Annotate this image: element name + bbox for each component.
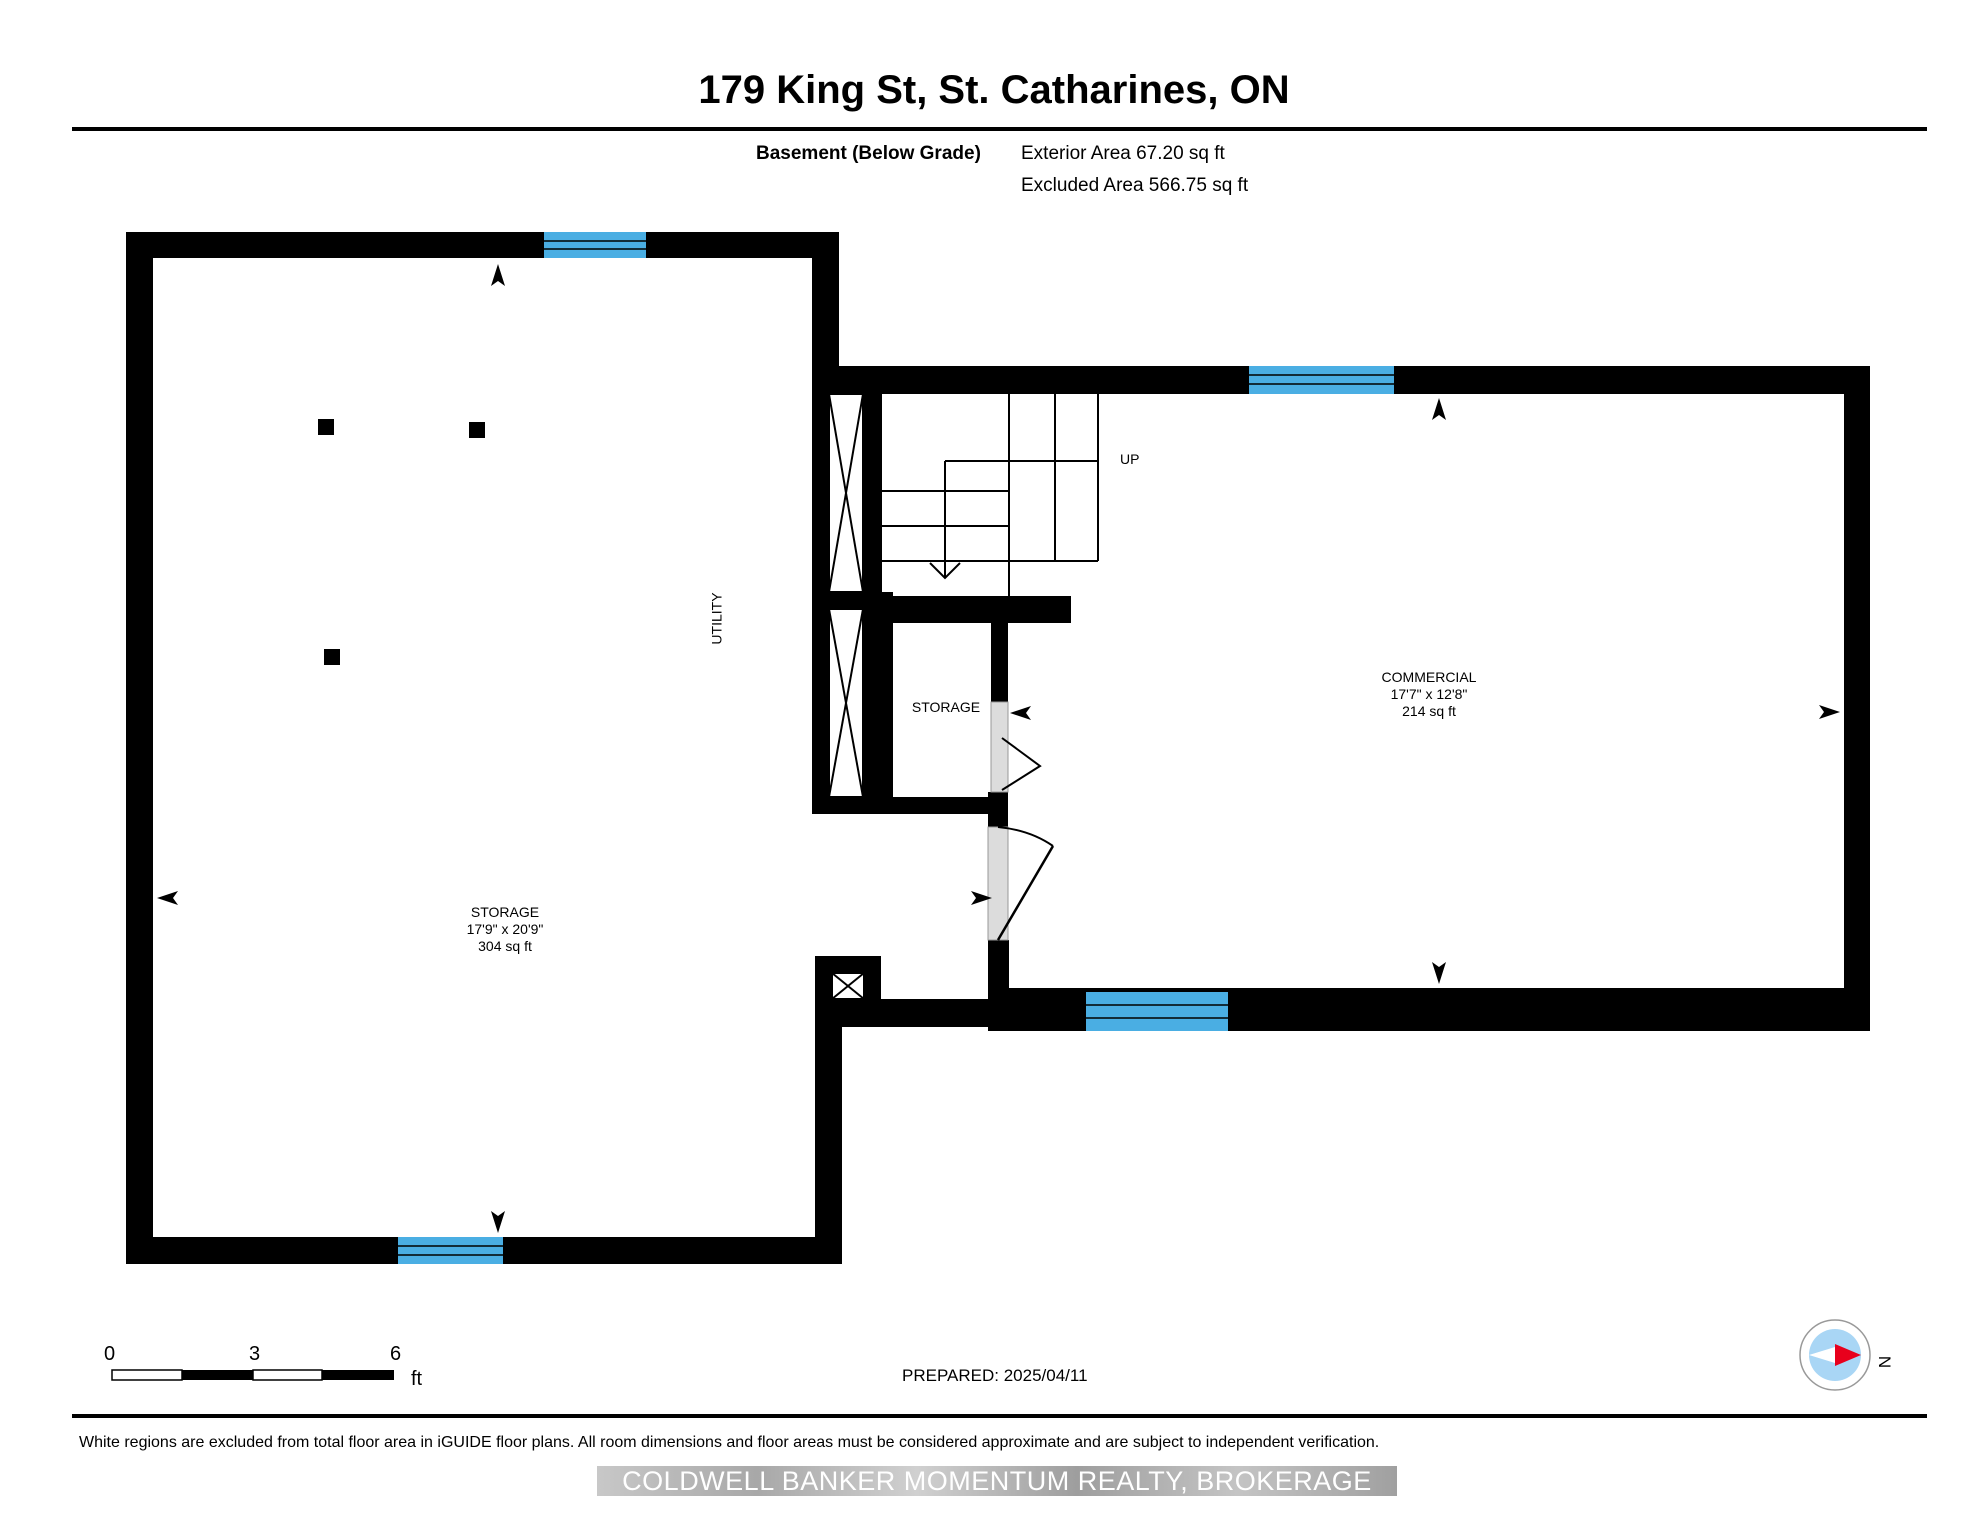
footer-divider [72, 1414, 1927, 1418]
room-name: COMMERCIAL [1381, 669, 1477, 685]
windows [398, 232, 1394, 1264]
scale-unit: ft [411, 1368, 423, 1390]
window-top-left [544, 232, 646, 258]
room-label-storage: STORAGE 17'9" x 20'9" 304 sq ft [405, 904, 605, 955]
exterior-area: Exterior Area 67.20 sq ft [1021, 143, 1225, 164]
room-label-utility: UTILITY [708, 592, 725, 645]
compass-icon [1799, 1319, 1871, 1391]
window-bottom-left [398, 1237, 503, 1264]
staircase [882, 394, 1099, 596]
room-label-storage-closet: STORAGE [911, 699, 981, 715]
scale-tick-6: 6 [390, 1343, 402, 1365]
floor-label: Basement (Below Grade) [756, 143, 981, 164]
scale-bar [111, 1369, 394, 1381]
scale-tick-0: 0 [104, 1343, 116, 1365]
doors [987, 701, 1055, 941]
disclaimer-text: White regions are excluded from total fl… [79, 1434, 1380, 1451]
stair-up-label: UP [1120, 451, 1140, 467]
room-area: 214 sq ft [1402, 703, 1456, 719]
scale-tick-3: 3 [249, 1343, 261, 1365]
shaft-icons [828, 393, 865, 1000]
page-title: 179 King St, St. Catharines, ON [698, 68, 1290, 112]
room-name: STORAGE [470, 904, 540, 920]
compass-north-label: N [1875, 1355, 1895, 1369]
room-label-commercial: COMMERCIAL 17'7" x 12'8" 214 sq ft [1329, 669, 1529, 720]
prepared-date: PREPARED: 2025/04/11 [902, 1366, 1088, 1385]
room-dimensions: 17'7" x 12'8" [1390, 686, 1468, 702]
header-divider [72, 127, 1927, 131]
view-markers [157, 264, 1840, 1233]
window-top-commercial [1249, 366, 1394, 394]
room-area: 304 sq ft [478, 938, 532, 954]
room-dimensions: 17'9" x 20'9" [466, 921, 544, 937]
window-bottom-commercial [1086, 992, 1228, 1031]
excluded-area: Excluded Area 566.75 sq ft [1021, 175, 1249, 196]
brokerage-watermark: COLDWELL BANKER MOMENTUM REALTY, BROKERA… [597, 1466, 1397, 1496]
